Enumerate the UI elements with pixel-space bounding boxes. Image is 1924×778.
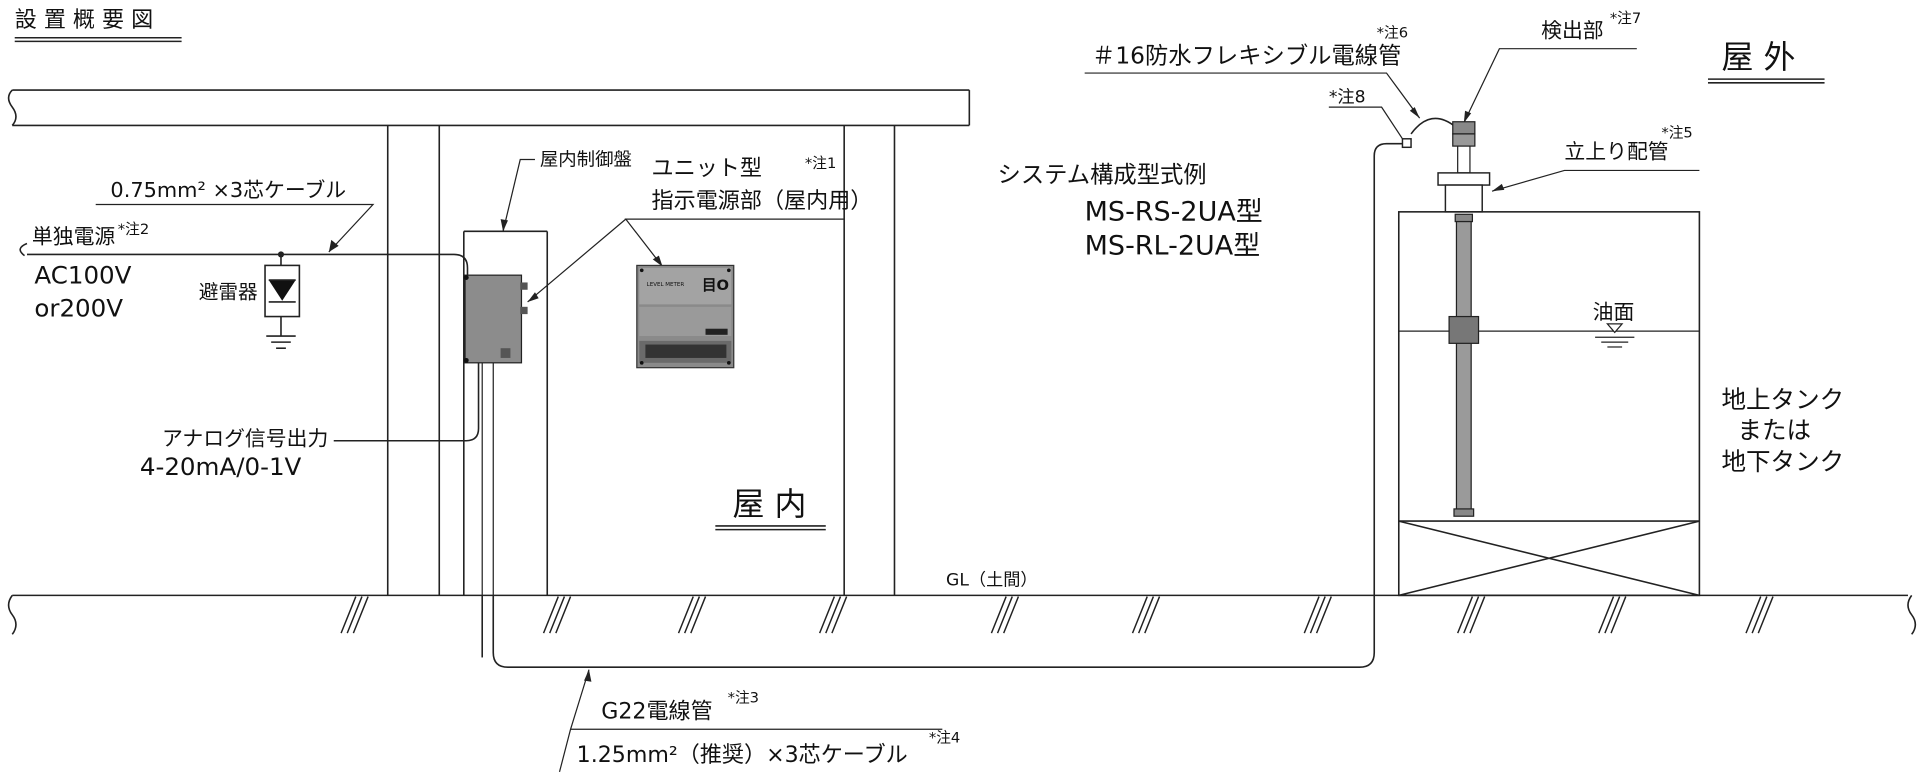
unit-leader-1 xyxy=(624,218,845,268)
detector-arrowhead xyxy=(1463,110,1472,123)
or200-label: or200V xyxy=(34,294,123,323)
flex-arrowhead xyxy=(1409,107,1420,119)
tank-label-2: または xyxy=(1737,415,1811,444)
flex-conduit-label: ＃16防水フレキシブル電線管 xyxy=(1092,42,1401,69)
ac100-label: AC100V xyxy=(34,261,131,290)
building-roof xyxy=(7,89,971,127)
power-source-label: 単独電源 xyxy=(32,225,116,249)
power-cable xyxy=(26,253,469,276)
building-walls xyxy=(386,125,896,596)
note7-label: *注7 xyxy=(1610,10,1641,27)
cable125-label: 1.25mm²（推奨）×3芯ケーブル xyxy=(577,743,908,768)
system-title: システム構成型式例 xyxy=(998,162,1207,189)
meter-display-icon: 目O xyxy=(702,277,729,294)
note1-label: *注1 xyxy=(805,155,836,172)
note4-label: *注4 xyxy=(929,730,960,747)
tank xyxy=(1397,211,1701,597)
gl-label: GL（土間） xyxy=(946,571,1038,591)
note2-label: *注2 xyxy=(118,221,149,238)
unit-arrowhead-2 xyxy=(527,292,539,302)
note6-label: *注6 xyxy=(1377,25,1408,42)
analog-range-label: 4-20mA/0-1V xyxy=(140,452,302,481)
riser-leader xyxy=(1491,169,1700,192)
model2-label: MS-RL-2UA型 xyxy=(1085,231,1261,262)
g22-arrowhead xyxy=(584,669,592,682)
panel-arrowhead xyxy=(500,219,508,232)
analog-output-label: アナログ信号出力 xyxy=(162,427,328,451)
panel-leader xyxy=(502,158,535,232)
control-panel-box xyxy=(463,230,549,596)
outdoor-label: 屋 外 xyxy=(1721,40,1795,76)
ground-hatching xyxy=(340,596,1774,634)
analog-cable xyxy=(333,362,480,442)
panel-label: 屋内制御盤 xyxy=(540,150,632,171)
detector-leader xyxy=(1463,48,1637,124)
unit-label-line2: 指示電源部（屋内用） xyxy=(652,189,873,214)
diagram-title: 設 置 概 要 図 xyxy=(15,8,154,33)
detector-label: 検出部 xyxy=(1541,19,1604,43)
detector-head xyxy=(1437,121,1491,223)
arrester-label: 避雷器 xyxy=(199,280,258,303)
g22-label: G22電線管 xyxy=(601,699,712,724)
unit-label-line1: ユニット型 xyxy=(652,156,762,181)
indoor-label: 屋 内 xyxy=(733,487,807,523)
tank-label-3: 地下タンク xyxy=(1721,447,1844,476)
meter-text: LEVEL METER xyxy=(647,282,685,288)
note8-label: *注8 xyxy=(1329,87,1366,107)
unit-arrowhead-1 xyxy=(652,255,663,267)
terminal-box xyxy=(463,274,528,364)
flex-conduit-arc xyxy=(1410,117,1456,135)
oil-surface-label: 油面 xyxy=(1593,300,1635,324)
tank-label-1: 地上タンク xyxy=(1721,385,1844,414)
note3-label: *注3 xyxy=(728,690,759,707)
lightning-arrester xyxy=(264,254,301,349)
note8-leader xyxy=(1328,106,1403,140)
cable075-arrowhead xyxy=(328,239,339,253)
power-bracket xyxy=(19,242,28,257)
riser-arrowhead xyxy=(1492,183,1505,192)
float-probe xyxy=(1448,220,1480,517)
riser-label: 立上り配管 xyxy=(1564,139,1668,163)
underground-conduit xyxy=(492,142,1407,668)
cable075-leader xyxy=(95,203,375,253)
connector-fitting xyxy=(1401,138,1412,149)
unit-leader-2 xyxy=(527,218,627,303)
note5-label: *注5 xyxy=(1661,125,1692,142)
oil-surface-symbol xyxy=(1595,323,1635,348)
cable075-label: 0.75mm² ×3芯ケーブル xyxy=(110,178,346,202)
flex-leader xyxy=(1084,72,1421,119)
level-meter-unit: LEVEL METER 目O xyxy=(636,264,735,369)
model1-label: MS-RS-2UA型 xyxy=(1085,196,1263,227)
ground-line xyxy=(7,594,1917,635)
